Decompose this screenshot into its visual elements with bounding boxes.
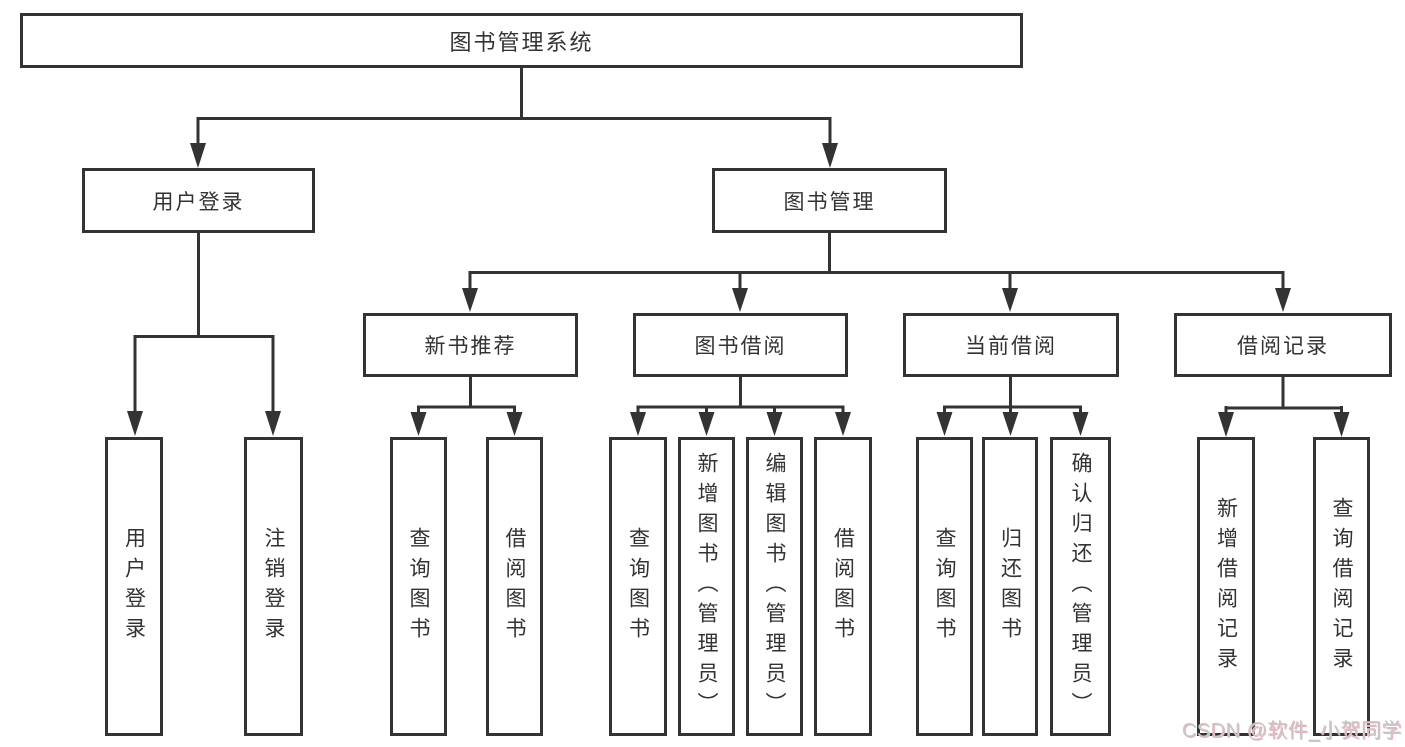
leaf-edit-books-admin-label: 编辑图书（管理员） <box>763 451 786 722</box>
leaf-return-books-label: 归还图书 <box>998 526 1022 647</box>
leaf-query-borrow-record-label: 查询借阅记录 <box>1330 496 1353 677</box>
leaf-recommend-borrow-books-label: 借阅图书 <box>503 526 526 647</box>
leaf-recommend-borrow-books: 借阅图书 <box>486 437 543 736</box>
node-current-borrow-label: 当前借阅 <box>965 335 1057 358</box>
leaf-confirm-return-admin-label: 确认归还（管理员） <box>1069 451 1092 722</box>
leaf-borrow-query-books-label: 查询图书 <box>626 526 650 647</box>
connector-book-management-branch <box>462 231 1291 312</box>
node-current-borrow: 当前借阅 <box>903 313 1119 377</box>
node-borrow-records-label: 借阅记录 <box>1237 335 1329 358</box>
node-user-login: 用户登录 <box>82 168 315 233</box>
node-book-borrow-label: 图书借阅 <box>694 335 787 358</box>
leaf-borrow-query-books: 查询图书 <box>609 437 667 736</box>
leaf-recommend-query-books-label: 查询图书 <box>407 526 430 647</box>
leaf-add-borrow-record: 新增借阅记录 <box>1197 437 1255 736</box>
leaf-add-books-admin: 新增图书（管理员） <box>678 437 735 736</box>
leaf-query-borrow-record: 查询借阅记录 <box>1313 437 1370 736</box>
leaf-current-query-books: 查询图书 <box>916 437 973 736</box>
leaf-confirm-return-admin: 确认归还（管理员） <box>1050 437 1111 736</box>
leaf-return-books: 归还图书 <box>982 437 1038 736</box>
node-root: 图书管理系统 <box>20 13 1023 68</box>
node-new-book-recommend-label: 新书推荐 <box>424 335 517 358</box>
node-borrow-records: 借阅记录 <box>1174 313 1392 377</box>
connector-current-borrow-fork <box>936 375 1089 436</box>
node-new-book-recommend: 新书推荐 <box>363 313 578 377</box>
leaf-logout: 注销登录 <box>244 437 303 736</box>
leaf-add-borrow-record-label: 新增借阅记录 <box>1214 496 1238 677</box>
connector-book-borrow-fork <box>630 375 851 436</box>
leaf-logout-label: 注销登录 <box>262 526 285 647</box>
leaf-user-login: 用户登录 <box>105 437 163 736</box>
connector-root-to-level2 <box>190 66 838 168</box>
node-book-management-label: 图书管理 <box>783 190 876 214</box>
leaf-add-books-admin-label: 新增图书（管理员） <box>695 451 718 722</box>
connector-borrow-records-fork <box>1218 376 1350 437</box>
csdn-watermark: CSDN @软件_小贺同学 <box>1181 720 1402 742</box>
leaf-edit-books-admin: 编辑图书（管理员） <box>746 437 803 736</box>
connector-user-login-branch <box>127 231 281 436</box>
node-root-label: 图书管理系统 <box>449 29 594 55</box>
node-user-login-label: 用户登录 <box>152 190 245 214</box>
leaf-user-login-label: 用户登录 <box>122 526 146 647</box>
leaf-borrow-books: 借阅图书 <box>814 437 872 736</box>
connector-new-book-fork <box>410 375 523 436</box>
node-book-management: 图书管理 <box>712 168 947 233</box>
node-book-borrow: 图书借阅 <box>633 313 848 377</box>
leaf-current-query-books-label: 查询图书 <box>933 526 956 647</box>
leaf-recommend-query-books: 查询图书 <box>390 437 447 736</box>
leaf-borrow-books-label: 借阅图书 <box>831 526 855 647</box>
